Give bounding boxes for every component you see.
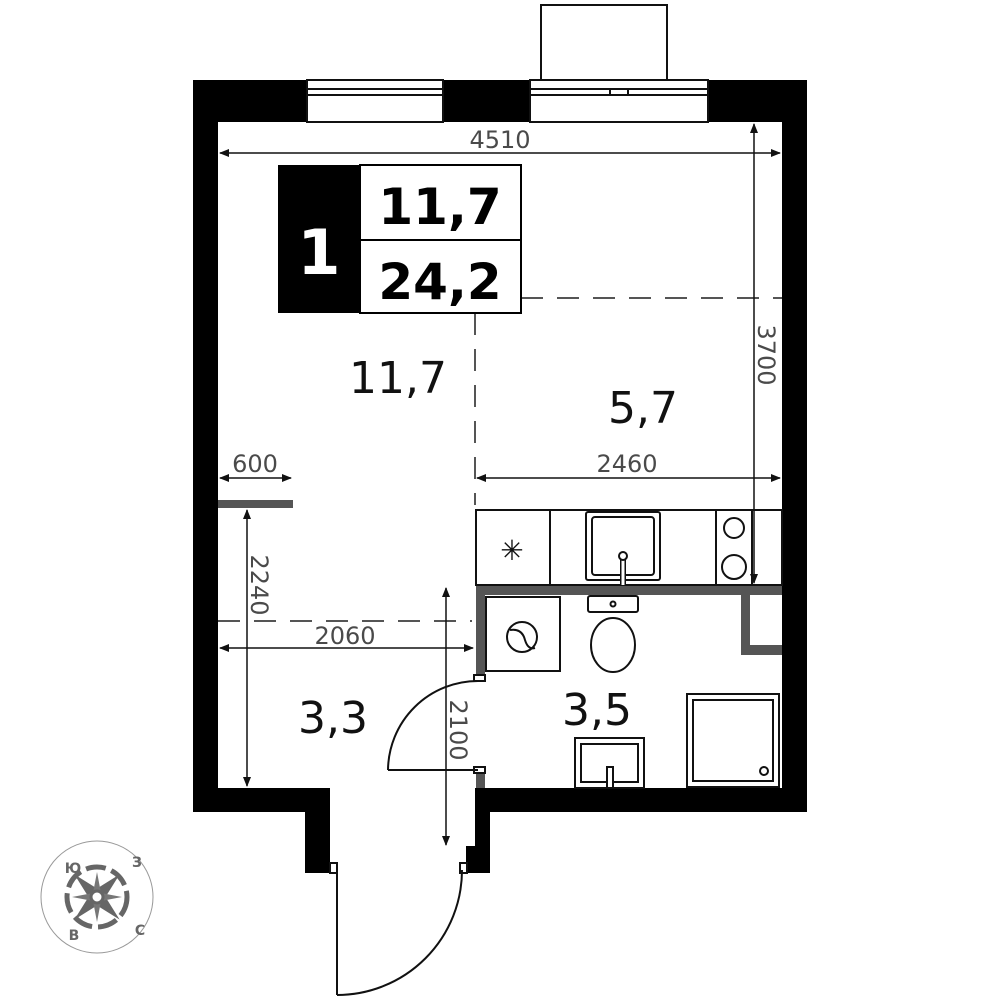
window-right (529, 79, 709, 123)
badge-total-area: 24,2 (378, 253, 501, 311)
badge-rooms: 1 (297, 216, 340, 289)
window-left (306, 79, 444, 123)
bathroom-sink-icon (574, 737, 645, 789)
fridge-icon: ✳ (500, 534, 523, 567)
area-bathroom: 3,5 (562, 685, 632, 736)
stove-icon (721, 517, 747, 580)
dim-height-room: 3700 (752, 324, 780, 385)
area-hallway: 3,3 (298, 693, 368, 744)
apartment-badge: 1 11,7 24,2 (278, 164, 522, 314)
area-kitchen: 5,7 (608, 383, 678, 434)
washing-machine-icon (485, 596, 561, 672)
compass-north: С (135, 923, 145, 939)
shower-icon (686, 693, 780, 788)
compass-east: В (69, 928, 80, 944)
compass-icon: Ю З В С (40, 840, 154, 954)
dim-bath-depth: 2100 (444, 699, 472, 760)
badge-living-area: 11,7 (378, 178, 501, 236)
door-jamb (473, 674, 486, 682)
area-living-room: 11,7 (349, 353, 447, 404)
dim-wall-offset: 600 (232, 450, 278, 478)
dim-hall-width: 2060 (314, 622, 375, 650)
partitions (218, 500, 782, 788)
toilet-icon (587, 595, 639, 673)
dim-hall-height: 2240 (245, 554, 273, 615)
bathroom-door[interactable] (387, 680, 479, 771)
door-jamb (459, 862, 468, 874)
balcony-box (540, 4, 668, 81)
entrance-door[interactable] (336, 869, 463, 996)
dim-kitchen-width: 2460 (596, 450, 657, 478)
compass-south: Ю (65, 861, 81, 877)
dim-width-total: 4510 (469, 126, 530, 154)
dimension-lines (219, 123, 781, 846)
door-jamb (329, 862, 338, 874)
kitchen-sink-icon (585, 511, 661, 585)
compass-west: З (132, 855, 142, 871)
